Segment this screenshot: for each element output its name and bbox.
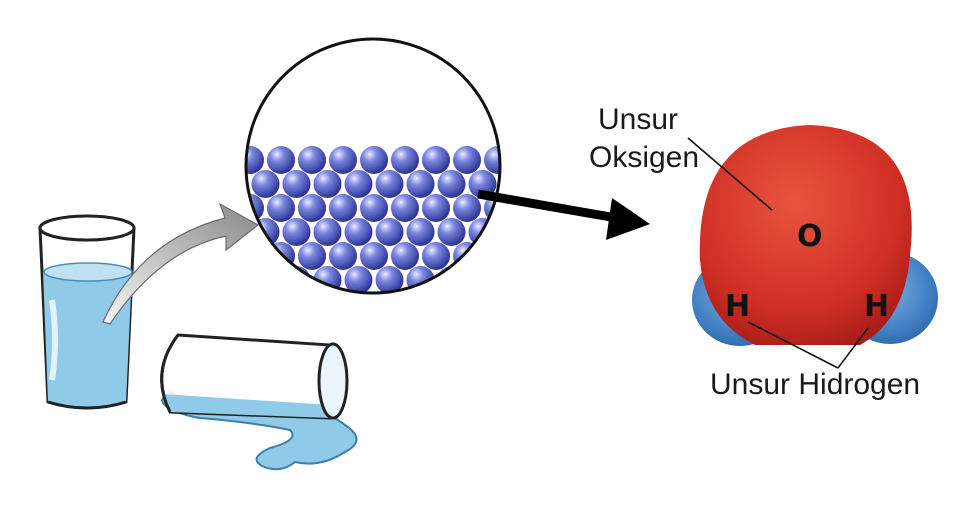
- water-particle: [453, 194, 481, 222]
- water-particle: [282, 170, 311, 198]
- water-particle: [267, 242, 295, 270]
- water-particle: [375, 266, 404, 293]
- water-particle: [375, 170, 404, 198]
- oxygen-atom: [699, 125, 912, 345]
- oxygen-label-line1: Unsur: [598, 103, 679, 136]
- water-particle: [391, 146, 419, 174]
- oxygen-label-line2: Oksigen: [589, 141, 700, 174]
- water-particle: [437, 170, 466, 198]
- water-particle: [246, 146, 264, 174]
- water-particle: [267, 146, 295, 174]
- water-particle: [298, 242, 326, 270]
- water-particle: [484, 146, 500, 174]
- water-particle: [298, 146, 326, 174]
- oxygen-symbol: O: [797, 219, 823, 254]
- glass-water: [43, 272, 132, 408]
- water-particle: [453, 242, 481, 270]
- leader-lines: [687, 137, 869, 369]
- water-particle: [251, 170, 280, 198]
- water-particle: [468, 266, 497, 293]
- water-particle: [344, 266, 373, 293]
- water-particle: [484, 242, 500, 270]
- water-particle: [437, 218, 466, 246]
- water-particle: [360, 242, 388, 270]
- water-particle: [282, 218, 311, 246]
- water-particle: [468, 170, 497, 198]
- water-particle: [329, 194, 357, 222]
- water-particle: [344, 170, 373, 198]
- hydrogen-label: Unsur Hidrogen: [710, 368, 921, 401]
- particle-zoom-circle: [244, 37, 502, 295]
- water-particle: [298, 194, 326, 222]
- hydrogen-symbol-right: H: [864, 289, 890, 324]
- water-particle: [422, 194, 450, 222]
- water-particle: [313, 218, 342, 246]
- zoom-arrow: [102, 202, 260, 325]
- water-particle: [437, 266, 466, 293]
- water-particle: [329, 146, 357, 174]
- water-particle: [251, 266, 280, 293]
- water-particle: [375, 218, 404, 246]
- upright-glass: [38, 214, 136, 410]
- water-particle: [422, 242, 450, 270]
- water-particle: [360, 146, 388, 174]
- water-particle: [313, 170, 342, 198]
- water-particle: [453, 146, 481, 174]
- tipped-glass: [160, 333, 358, 471]
- water-particle: [329, 242, 357, 270]
- water-particle: [391, 194, 419, 222]
- molecule-arrow: [477, 189, 650, 240]
- water-particle: [282, 266, 311, 293]
- water-molecule: [692, 125, 938, 346]
- water-particle: [422, 146, 450, 174]
- hydrogen-symbol-left: H: [725, 289, 751, 324]
- water-particle: [246, 242, 264, 270]
- water-particle: [406, 170, 435, 198]
- water-particle: [360, 194, 388, 222]
- water-particle: [391, 242, 419, 270]
- water-particle: [406, 218, 435, 246]
- water-particle: [344, 218, 373, 246]
- water-particle: [267, 194, 295, 222]
